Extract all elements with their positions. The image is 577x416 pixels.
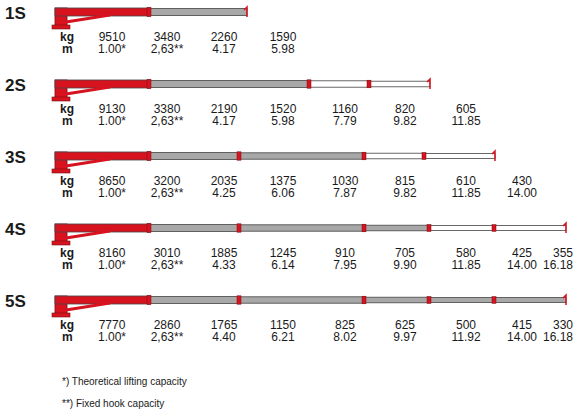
load-value: 430 <box>512 175 532 187</box>
radius-value: 5.98 <box>271 43 294 55</box>
radius-value: 11.92 <box>451 331 480 343</box>
load-value: 8650 <box>99 175 126 187</box>
radius-value: 2,63** <box>151 43 184 55</box>
row-label: 2S <box>5 77 26 94</box>
radius-value: 4.25 <box>212 187 235 199</box>
load-value: 1520 <box>270 103 297 115</box>
radius-value: 2,63** <box>151 115 184 127</box>
radius-value: 9.82 <box>393 187 416 199</box>
load-value: 330 <box>553 319 573 331</box>
load-value: 2860 <box>154 319 181 331</box>
crane-boom <box>52 151 495 173</box>
unit-label: m <box>62 259 73 271</box>
unit-label: m <box>62 331 73 343</box>
load-value: 9510 <box>99 31 126 43</box>
radius-value: 9.90 <box>393 259 416 271</box>
load-value: 2035 <box>211 175 238 187</box>
unit-label: m <box>62 115 73 127</box>
unit-label: kg <box>60 319 74 331</box>
load-value: 1885 <box>211 247 238 259</box>
load-value: 8160 <box>99 247 126 259</box>
footnote: *) Theoretical lifting capacity <box>62 377 187 387</box>
radius-value: 11.85 <box>451 115 480 127</box>
crane-boom <box>52 295 566 317</box>
radius-value: 11.85 <box>451 187 480 199</box>
load-value: 610 <box>456 175 476 187</box>
radius-value: 11.85 <box>451 259 480 271</box>
row-label: 1S <box>5 5 26 22</box>
radius-value: 1.00* <box>98 187 126 199</box>
load-value: 3200 <box>154 175 181 187</box>
load-value: 1160 <box>332 103 358 115</box>
radius-value: 6.06 <box>271 187 294 199</box>
radius-value: 7.87 <box>333 187 356 199</box>
load-value: 1765 <box>211 319 238 331</box>
radius-value: 14.00 <box>507 187 537 199</box>
load-value: 910 <box>335 247 355 259</box>
radius-value: 4.40 <box>212 331 235 343</box>
radius-value: 2,63** <box>151 259 184 271</box>
radius-value: 7.95 <box>333 259 356 271</box>
radius-value: 5.98 <box>271 115 294 127</box>
radius-value: 2,63** <box>151 187 184 199</box>
radius-value: 4.33 <box>212 259 235 271</box>
load-value: 580 <box>456 247 476 259</box>
radius-value: 14.00 <box>507 259 537 271</box>
load-value: 500 <box>456 319 476 331</box>
unit-label: m <box>62 43 73 55</box>
load-value: 1245 <box>270 247 297 259</box>
radius-value: 2,63** <box>151 331 184 343</box>
load-value: 1590 <box>270 31 297 43</box>
load-value: 705 <box>395 247 415 259</box>
load-value: 3380 <box>154 103 181 115</box>
row-label: 3S <box>5 149 26 166</box>
load-value: 2260 <box>211 31 238 43</box>
radius-value: 16.18 <box>543 331 573 343</box>
load-value: 3480 <box>154 31 181 43</box>
radius-value: 8.02 <box>333 331 356 343</box>
load-value: 605 <box>456 103 476 115</box>
load-value: 1375 <box>270 175 297 187</box>
unit-label: m <box>62 187 73 199</box>
load-value: 9130 <box>99 103 126 115</box>
load-value: 2190 <box>211 103 238 115</box>
unit-label: kg <box>60 175 74 187</box>
load-value: 820 <box>395 103 415 115</box>
unit-label: kg <box>60 31 74 43</box>
crane-boom <box>52 223 566 245</box>
load-value: 1030 <box>332 175 359 187</box>
radius-value: 4.17 <box>212 43 235 55</box>
radius-value: 1.00* <box>98 43 126 55</box>
load-value: 3010 <box>154 247 181 259</box>
load-value: 1150 <box>270 319 296 331</box>
radius-value: 6.21 <box>271 331 294 343</box>
unit-label: kg <box>60 247 74 259</box>
radius-value: 16.18 <box>543 259 573 271</box>
radius-value: 4.17 <box>212 115 235 127</box>
crane-boom <box>52 7 247 29</box>
row-label: 5S <box>5 293 26 310</box>
radius-value: 6.14 <box>271 259 294 271</box>
radius-value: 1.00* <box>98 259 126 271</box>
load-value: 425 <box>512 247 532 259</box>
load-value: 815 <box>395 175 415 187</box>
load-value: 625 <box>395 319 415 331</box>
radius-value: 14.00 <box>507 331 537 343</box>
load-value: 7770 <box>99 319 126 331</box>
radius-value: 9.97 <box>393 331 416 343</box>
load-value: 415 <box>512 319 532 331</box>
row-label: 4S <box>5 221 26 238</box>
radius-value: 1.00* <box>98 115 126 127</box>
load-value: 355 <box>553 247 573 259</box>
unit-label: kg <box>60 103 74 115</box>
load-value: 825 <box>335 319 355 331</box>
radius-value: 7.79 <box>333 115 356 127</box>
radius-value: 1.00* <box>98 331 126 343</box>
crane-boom <box>52 79 430 101</box>
footnote: **) Fixed hook capacity <box>62 399 164 409</box>
radius-value: 9.82 <box>393 115 416 127</box>
